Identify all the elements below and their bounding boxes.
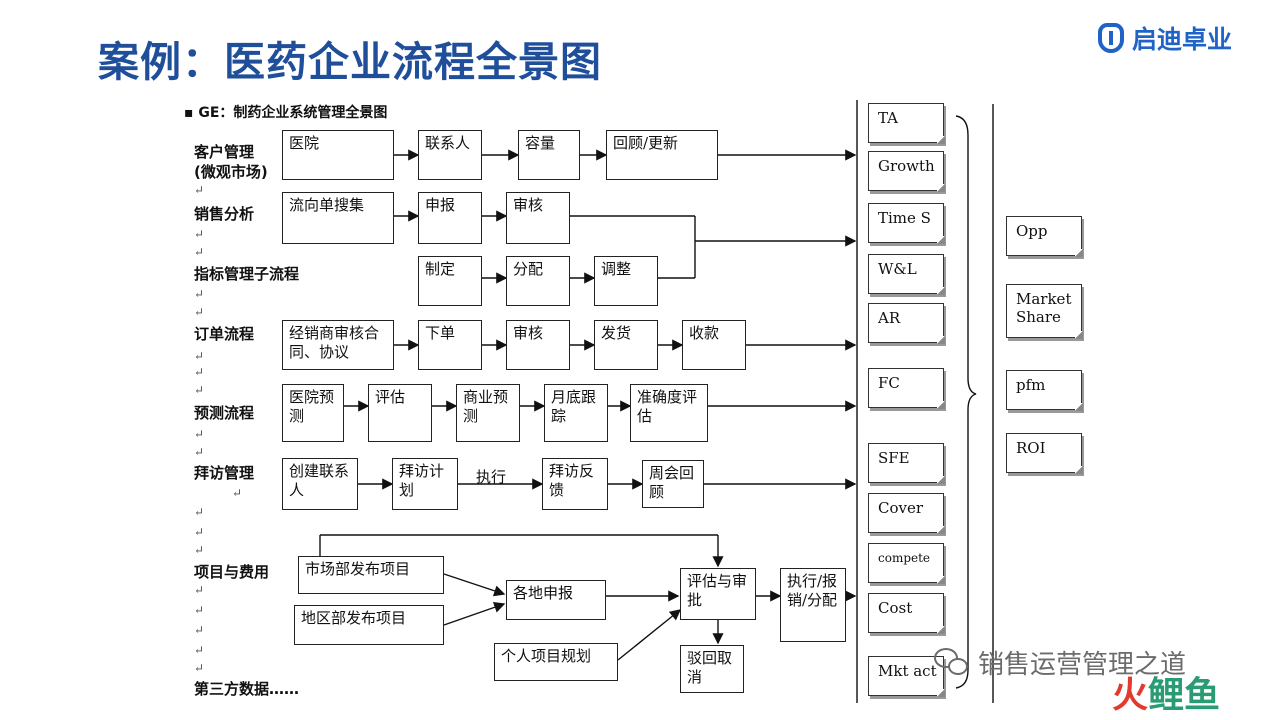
para-mark: ↵ xyxy=(194,427,205,441)
metric-note: SFE xyxy=(868,443,945,484)
process-box: 拜访计划 xyxy=(392,458,458,510)
company-logo: 启迪卓业 xyxy=(1098,18,1232,58)
process-box: 周会回顾 xyxy=(642,460,704,508)
process-box: 评估与审批 xyxy=(680,568,756,620)
para-mark: ↵ xyxy=(194,583,205,597)
para-mark: ↵ xyxy=(194,365,205,379)
process-box: 发货 xyxy=(594,320,658,370)
wechat-icon xyxy=(934,647,970,678)
para-mark: ↵ xyxy=(194,623,205,637)
metric-note: Cost xyxy=(868,593,945,634)
process-box: 经销商审核合同、协议 xyxy=(282,320,394,370)
para-mark: ↵ xyxy=(194,349,205,363)
process-box: 商业预测 xyxy=(456,384,520,442)
diagram-title: ▪ GE：制药企业系统管理全景图 xyxy=(184,105,388,121)
process-box: 容量 xyxy=(518,130,580,180)
para-mark: ↵ xyxy=(194,183,205,197)
watermark-text: 销售运营管理之道 xyxy=(978,650,1187,680)
process-box: 市场部发布项目 xyxy=(298,556,444,594)
para-mark: ↵ xyxy=(194,227,205,241)
metric-note: Time S xyxy=(868,203,945,244)
row-label-customer: 客户管理 xyxy=(194,143,255,161)
metric-note: Cover xyxy=(868,493,945,534)
metric-note: compete xyxy=(868,543,945,584)
process-box: 联系人 xyxy=(418,130,482,180)
metric-note: AR xyxy=(868,303,945,344)
process-box: 医院预测 xyxy=(282,384,344,442)
metric-note: Growth xyxy=(868,151,945,192)
process-box: 个人项目规划 xyxy=(494,643,618,681)
process-box: 回顾/更新 xyxy=(606,130,718,180)
para-mark: ↵ xyxy=(194,603,205,617)
process-box: 准确度评估 xyxy=(630,384,708,442)
para-mark: ↵ xyxy=(194,505,205,519)
para-mark: ↵ xyxy=(194,305,205,319)
process-box: 驳回取消 xyxy=(680,645,744,693)
process-box: 执行/报销/分配 xyxy=(780,568,846,642)
process-box: 拜访反馈 xyxy=(542,458,608,510)
process-box: 调整 xyxy=(594,256,658,306)
process-box: 审核 xyxy=(506,320,570,370)
process-box: 流向单搜集 xyxy=(282,192,394,244)
process-box: 各地申报 xyxy=(506,580,606,620)
brand-logo: 火鲤鱼 xyxy=(1112,675,1221,716)
process-box: 制定 xyxy=(418,256,482,306)
logo-text: 启迪卓业 xyxy=(1132,25,1233,54)
process-box: 评估 xyxy=(368,384,432,442)
outcome-note: Opp xyxy=(1006,216,1083,257)
process-box: 医院 xyxy=(282,130,394,180)
process-box: 分配 xyxy=(506,256,570,306)
row-label-project: 项目与费用 xyxy=(194,563,270,581)
page-title: 案例：医药企业流程全景图 xyxy=(98,38,602,86)
process-box: 收款 xyxy=(682,320,746,370)
logo-icon xyxy=(1098,23,1124,53)
metric-note: FC xyxy=(868,368,945,409)
row-label-visit: 拜访管理 xyxy=(194,464,255,482)
process-box: 创建联系人 xyxy=(282,458,358,510)
process-box: 地区部发布项目 xyxy=(294,605,444,645)
process-box: 审核 xyxy=(506,192,570,244)
process-box: 下单 xyxy=(418,320,482,370)
row-label-target-mgmt: 指标管理子流程 xyxy=(194,265,300,283)
para-mark: ↵ xyxy=(194,245,205,259)
para-mark: ↵ xyxy=(194,383,205,397)
para-mark: ↵ xyxy=(194,525,205,539)
row-label-order: 订单流程 xyxy=(194,325,255,343)
edge-label-execute: 执行 xyxy=(476,468,507,486)
process-box: 月底跟踪 xyxy=(544,384,608,442)
para-mark: ↵ xyxy=(194,661,205,675)
row-label-third-party: 第三方数据…… xyxy=(194,680,300,698)
para-mark: ↵ xyxy=(194,643,205,657)
wechat-watermark: 销售运营管理之道 xyxy=(934,644,1186,681)
outcome-note: pfm xyxy=(1006,370,1083,411)
para-mark: ↵ xyxy=(232,486,243,500)
outcome-note: ROI xyxy=(1006,433,1083,474)
metric-note: Mkt act xyxy=(868,656,945,697)
process-box: 申报 xyxy=(418,192,482,244)
row-label-forecast: 预测流程 xyxy=(194,404,255,422)
para-mark: ↵ xyxy=(194,445,205,459)
metric-note: W&L xyxy=(868,254,945,295)
row-label-sales-analysis: 销售分析 xyxy=(194,205,255,223)
outcome-note: Market Share xyxy=(1006,284,1083,339)
para-mark: ↵ xyxy=(194,543,205,557)
row-label-customer-sub: (微观市场) xyxy=(194,163,268,181)
metric-note: TA xyxy=(868,103,945,144)
para-mark: ↵ xyxy=(194,287,205,301)
